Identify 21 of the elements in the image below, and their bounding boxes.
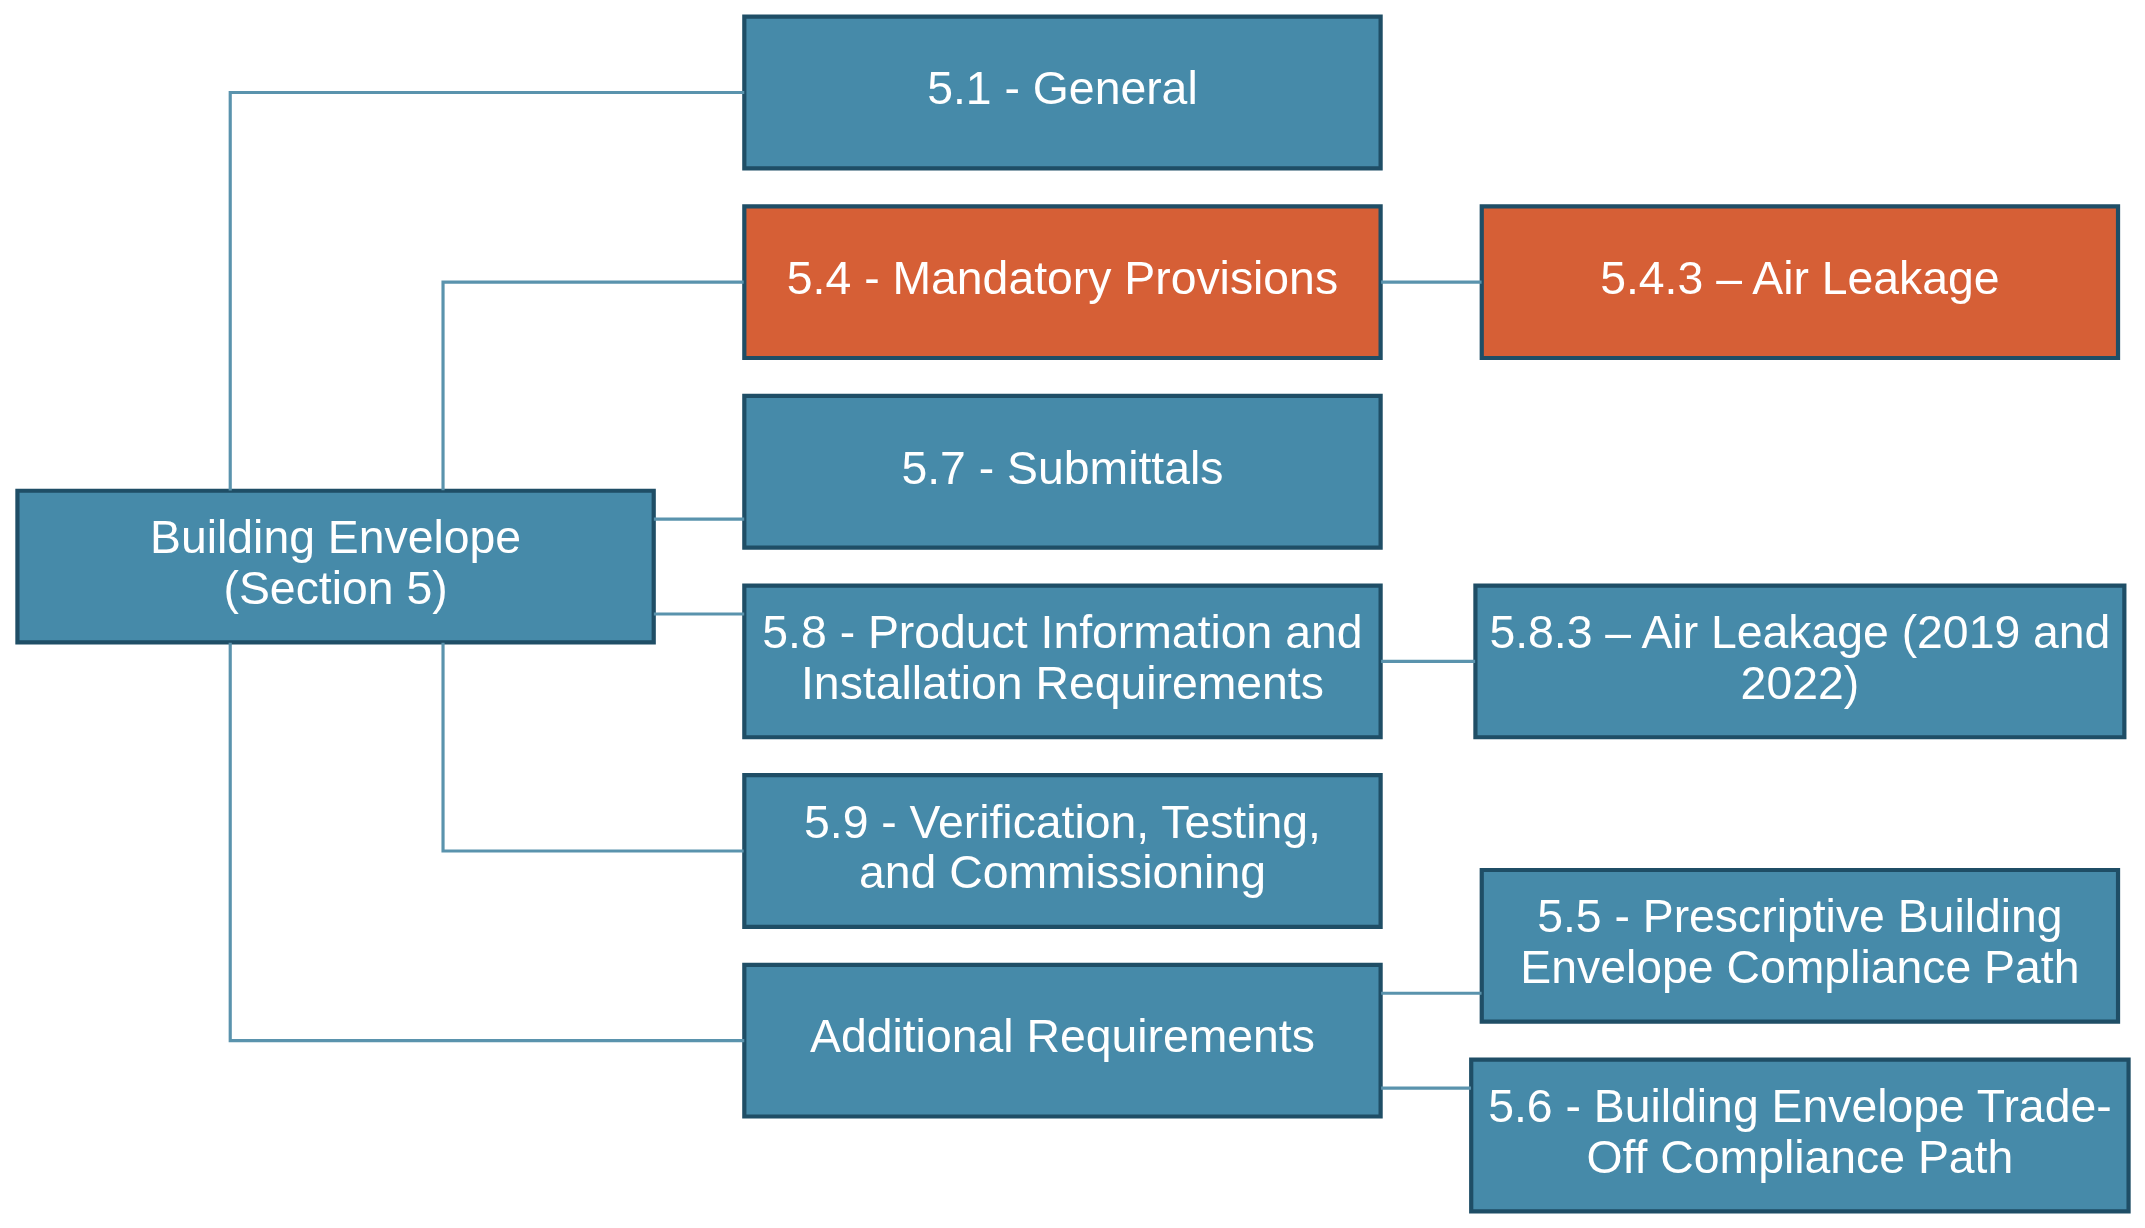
connector (1380, 991, 1482, 995)
connector (440, 642, 744, 853)
node-box: 5.1 - General (741, 14, 1383, 171)
node-box: 5.5 - Prescriptive Building Envelope Compliance Path (1479, 867, 2120, 1024)
node-box: 5.4 - Mandatory Provisions (741, 204, 1383, 361)
connector (1380, 280, 1482, 284)
node-box: 5.7 - Submittals (741, 393, 1383, 550)
connector (653, 612, 744, 616)
connector (653, 517, 744, 521)
node-box: Additional Requirements (741, 962, 1383, 1119)
connector (440, 280, 744, 491)
node-box: 5.8.3 – Air Leakage (2019 and 2022) (1472, 583, 2126, 740)
node-box: Building Envelope (Section 5) (14, 488, 656, 645)
node-box: 5.8 - Product Information and Installation Requirements (741, 583, 1383, 740)
node-box: 5.9 - Verification, Testing, and Commissioning (741, 773, 1383, 929)
connector (1380, 1086, 1471, 1090)
connector (228, 642, 744, 1043)
connector (1380, 659, 1475, 663)
node-box: 5.4.3 – Air Leakage (1479, 204, 2120, 361)
connector (228, 90, 744, 491)
node-box: 5.6 - Building Envelope Trade-Off Compliance Path (1468, 1057, 2131, 1214)
